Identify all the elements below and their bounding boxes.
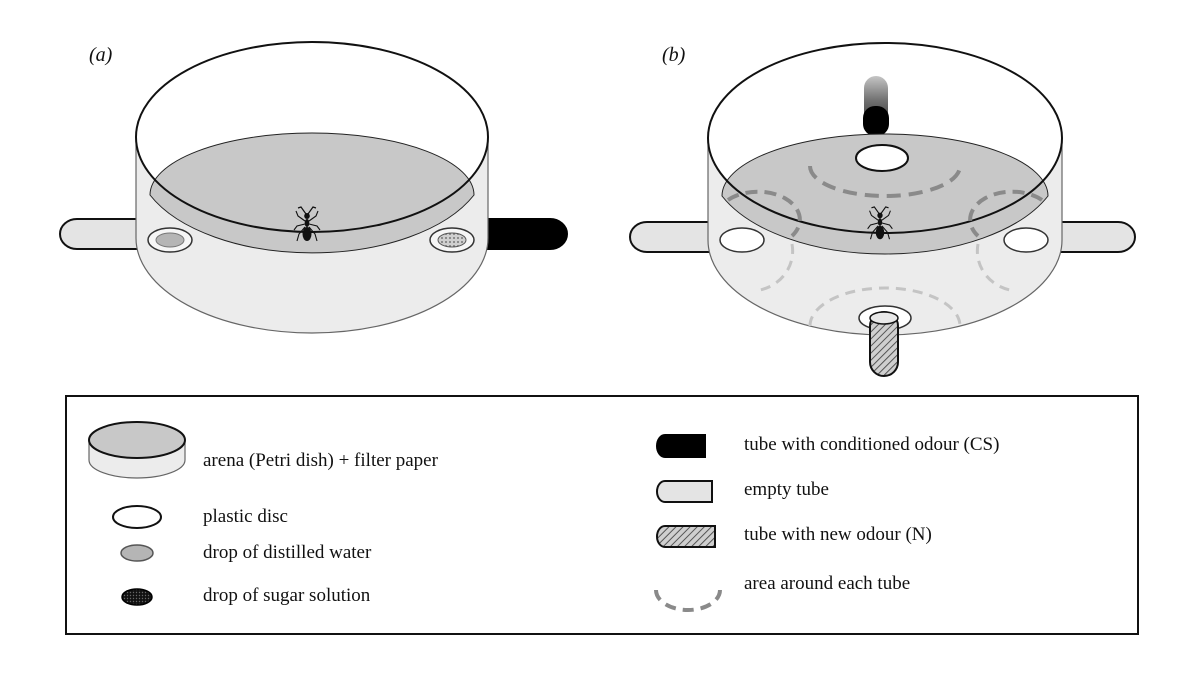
water-drop-icon [155,232,185,248]
dish-rim-b [707,42,1063,234]
area-right-b-lower [975,243,1011,292]
plastic-disc-icon [112,505,162,529]
empty-tube-icon [656,480,713,503]
new-odour-tube-opening [869,311,899,325]
dish-rim-a [135,41,489,233]
legend-plastic-disc-label: plastic disc [203,506,288,527]
disc-right-b [1003,227,1049,253]
panel-b-diagram [629,42,1136,377]
filter-paper-a [149,132,475,254]
legend-arena-label: arena (Petri dish) + filter paper [203,450,438,471]
area-left-b-upper [726,189,802,238]
panel-label-a: (a) [89,44,113,66]
arena-icon [88,421,186,479]
cs-tube-right-a [487,218,568,250]
legend-cs-tube-label: tube with conditioned odour (CS) [744,434,1000,455]
legend-distilled-water-label: drop of distilled water [203,542,372,563]
legend-sugar-solution-label: drop of sugar solution [203,585,371,606]
legend-empty-tube-label: empty tube [744,479,829,500]
new-odour-tube-icon [656,525,716,548]
empty-tube-left-b [629,221,723,253]
panel-label-b: (b) [662,44,686,66]
empty-tube-left-a [59,218,151,250]
legend-new-odour-tube-label: tube with new odour (N) [744,524,932,545]
area-around-tube-icon [654,589,722,612]
area-right-b-upper [968,189,1044,238]
area-bottom-b [808,286,962,327]
sugar-drop-icon [437,232,467,248]
distilled-water-icon [120,544,154,562]
sugar-solution-icon [121,588,153,606]
empty-tube-right-b [1059,221,1136,253]
disc-top-b [855,144,909,172]
area-top-b [808,165,962,198]
area-left-b-lower [759,243,795,292]
cs-tube-top-b-tip [863,106,889,136]
legend-area-label: area around each tube [744,573,911,594]
cs-tube-icon [656,434,706,458]
panel-a-diagram [59,41,568,334]
disc-left-b [719,227,765,253]
legend-box [65,395,1139,635]
filter-paper-b [721,133,1049,255]
